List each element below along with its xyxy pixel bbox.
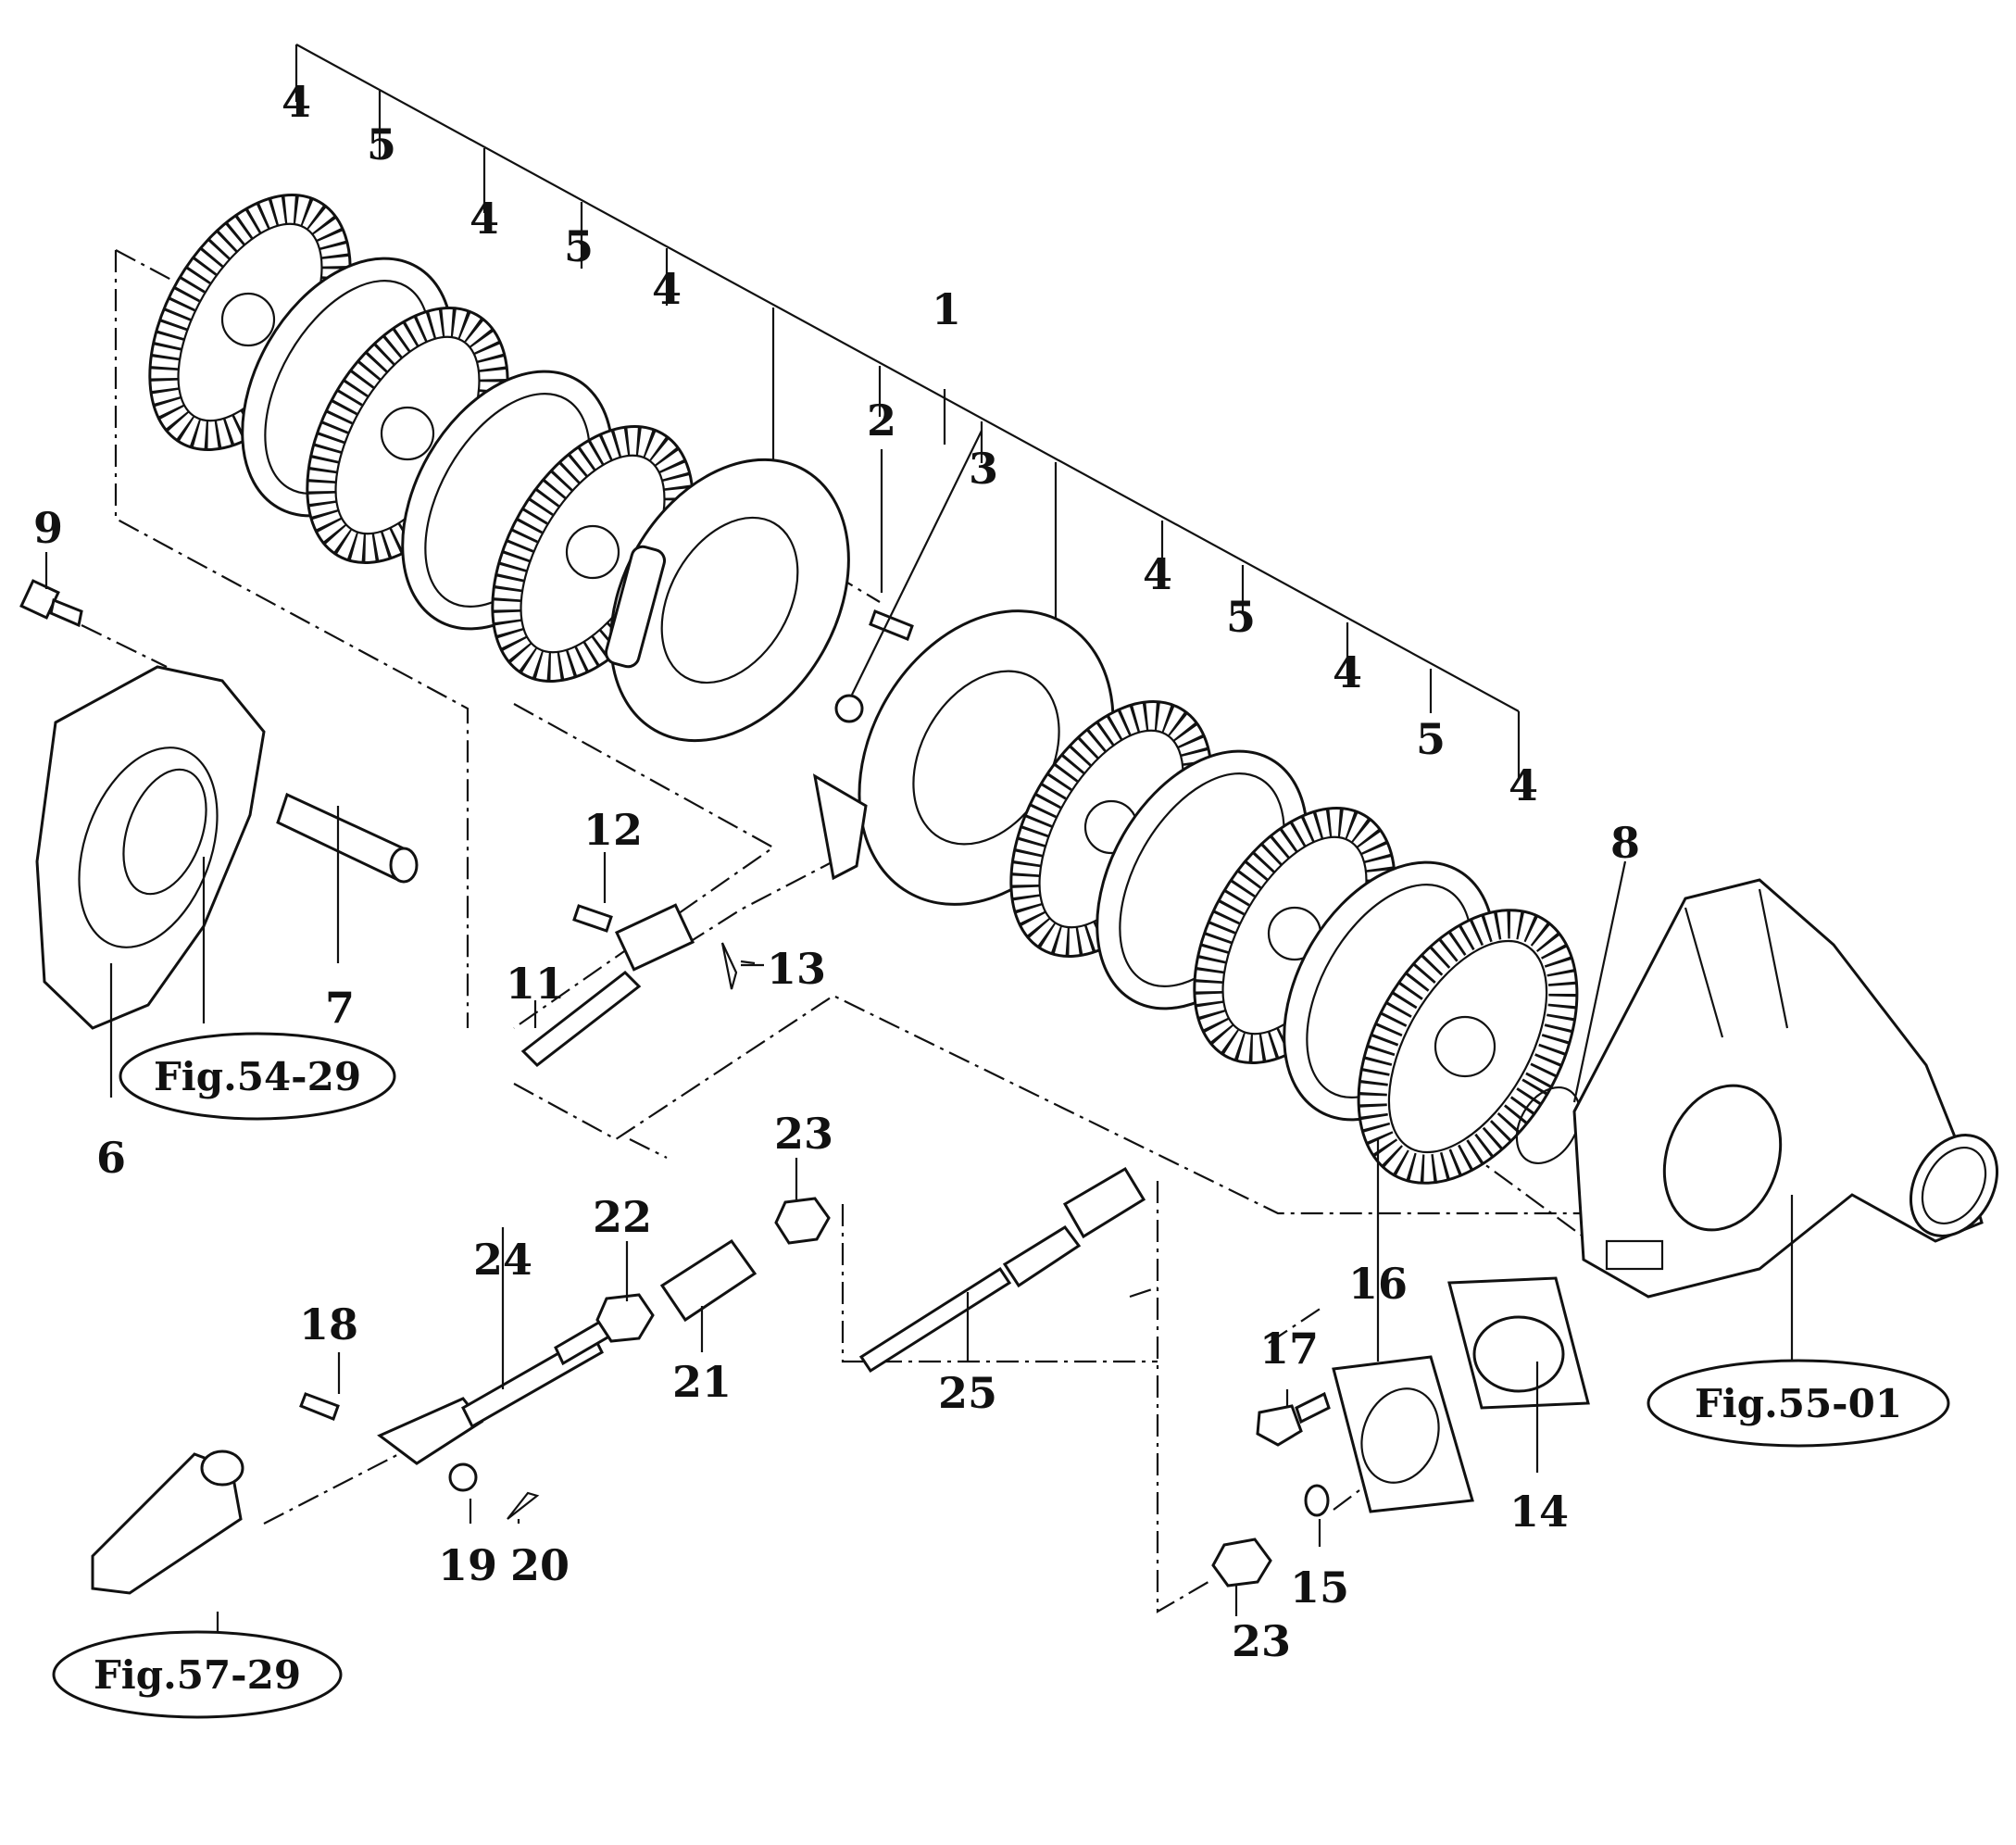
turnbuckle-21: [659, 1238, 758, 1323]
bolt-9: [19, 579, 83, 628]
callout-22: 22: [593, 1192, 652, 1242]
callout-6: 6: [96, 1133, 126, 1183]
pin-12: [572, 904, 613, 933]
cotter-pin-13: [720, 942, 738, 990]
callout-9: 9: [33, 503, 63, 553]
callout-20: 20: [510, 1540, 570, 1590]
figure-ref-fig54-label: Fig.54-29: [154, 1054, 361, 1099]
callout-4f: 4: [1509, 760, 1538, 810]
callout-4b: 4: [470, 194, 499, 244]
callout-5d: 5: [1416, 714, 1446, 764]
callout-18: 18: [299, 1299, 358, 1349]
figure-ref-fig55[interactable]: Fig.55-01: [1647, 1359, 1950, 1448]
callout-4a: 4: [282, 77, 311, 127]
yoke-11: [520, 903, 695, 1067]
boot-14: [1447, 1276, 1590, 1410]
callout-leaders: [44, 430, 1794, 1676]
callout-25: 25: [938, 1368, 997, 1418]
pin-7: [276, 792, 419, 884]
cotter-pin-20: [507, 1491, 540, 1520]
callout-21: 21: [672, 1357, 732, 1407]
callout-5c: 5: [1226, 592, 1256, 642]
callout-17: 17: [1259, 1324, 1319, 1374]
callout-4d: 4: [1143, 549, 1172, 599]
ball-3: [834, 694, 864, 723]
callout-1: 1: [932, 284, 961, 334]
callout-16: 16: [1348, 1259, 1408, 1309]
callout-labels: 1 2 3 4 4 4 4 4 4 5 5 5 5 6 7 8 9 11 12 …: [33, 77, 1640, 1666]
lever-fig57: [91, 1450, 244, 1595]
callout-23a: 23: [774, 1109, 833, 1159]
callout-23b: 23: [1232, 1616, 1291, 1666]
washer-19: [448, 1462, 478, 1492]
screw-2: [869, 609, 914, 641]
callout-5a: 5: [367, 119, 396, 169]
nut-23b: [1211, 1538, 1272, 1588]
transmission-housing: [1572, 878, 1999, 1299]
callout-15: 15: [1290, 1563, 1349, 1613]
nut-23a: [774, 1197, 831, 1245]
callout-19: 19: [438, 1540, 497, 1590]
plate-16: [1332, 1355, 1474, 1513]
lock-washer-15: [1304, 1484, 1330, 1517]
callout-24: 24: [473, 1235, 532, 1285]
callout-13: 13: [767, 944, 826, 994]
callout-7: 7: [325, 983, 355, 1033]
clevis-24: [377, 1312, 620, 1465]
figure-ref-fig54[interactable]: Fig.54-29: [119, 1032, 396, 1121]
nut-22: [595, 1293, 655, 1343]
pressure-plate-left: [604, 458, 850, 743]
callout-4e: 4: [1333, 647, 1362, 697]
brake-cover-6: [35, 665, 266, 1030]
callout-5b: 5: [564, 221, 594, 271]
callout-4c: 4: [652, 264, 682, 314]
bolt-17: [1256, 1391, 1331, 1447]
rod-25: [858, 1166, 1146, 1374]
callout-14: 14: [1509, 1487, 1569, 1537]
callout-3: 3: [969, 444, 998, 494]
figure-ref-fig57-label: Fig.57-29: [94, 1652, 301, 1698]
clevis-pin-18: [299, 1392, 340, 1421]
callout-2: 2: [867, 395, 896, 446]
callout-11: 11: [506, 959, 565, 1009]
assembly-bracket-1: [294, 44, 1521, 778]
figure-ref-fig55-label: Fig.55-01: [1695, 1381, 1902, 1426]
snap-ring-8: [1515, 1086, 1582, 1165]
callout-8: 8: [1610, 818, 1640, 868]
callout-12: 12: [583, 805, 643, 855]
figure-ref-fig57[interactable]: Fig.57-29: [52, 1630, 343, 1719]
